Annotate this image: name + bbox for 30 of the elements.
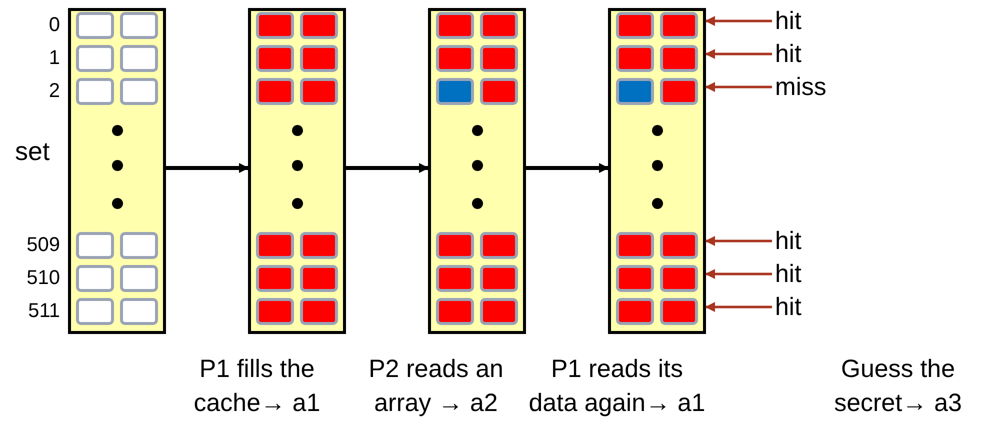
row-number: 1 [48, 47, 60, 70]
cache-column [608, 8, 706, 334]
row-number: 510 [26, 267, 60, 290]
caption: P1 reads its data again→ a1 [528, 354, 706, 419]
row-number: 511 [28, 300, 60, 323]
row-number: 2 [48, 80, 60, 103]
cache-column [248, 8, 346, 334]
arrow [705, 16, 772, 26]
row-number: 0 [48, 14, 60, 37]
arrow [526, 163, 609, 173]
arrow [166, 163, 249, 173]
status-label: hit [775, 228, 802, 254]
status-label: miss [775, 74, 826, 100]
caption: Guess the secret→ a3 [833, 354, 963, 419]
caption: P2 reads an array → a2 [368, 354, 504, 419]
arrow [705, 269, 772, 279]
arrow [705, 49, 772, 59]
caption: P1 fills the cache→ a1 [192, 354, 322, 419]
axis-label: set [15, 136, 50, 167]
status-label: hit [775, 8, 802, 34]
cache-column [68, 8, 166, 334]
status-label: hit [775, 261, 802, 287]
arrow [705, 236, 772, 246]
arrow [346, 163, 429, 173]
status-label: hit [775, 41, 802, 67]
status-label: hit [775, 294, 802, 320]
cache-column [428, 8, 526, 334]
arrow [705, 82, 772, 92]
arrow [705, 302, 772, 312]
row-number: 509 [26, 234, 60, 257]
